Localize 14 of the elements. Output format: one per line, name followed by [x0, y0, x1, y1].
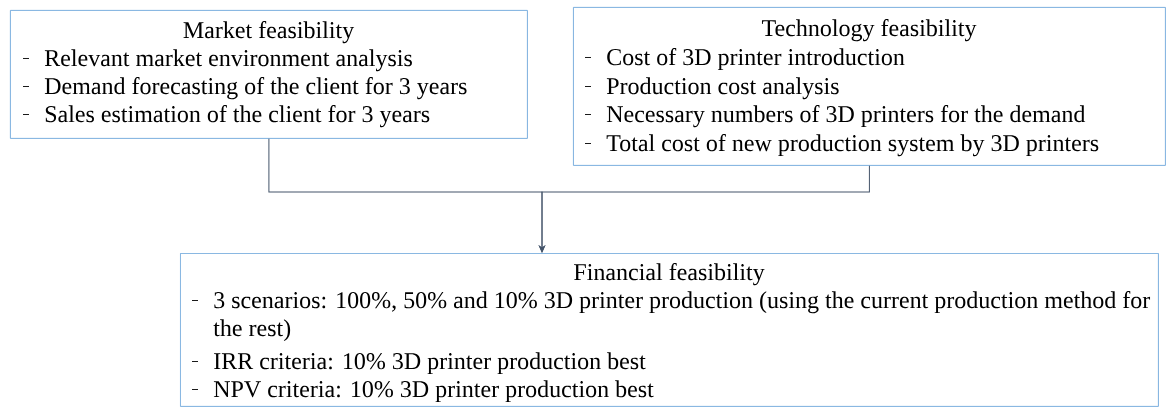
box-heading: Technology feasibility — [762, 19, 977, 42]
bullet-item: Cost of 3D printer introduction — [607, 48, 905, 71]
bullet-item: Demand forecasting of the client for 3 years — [44, 77, 467, 100]
bullet-item: NPV criteria: 10% 3D printer production best — [213, 380, 654, 403]
box-heading: Market feasibility — [183, 21, 355, 44]
bullet-item: 3 scenarios: 100%, 50% and 10% 3D printer production (using the current production method for the rest) — [213, 291, 1151, 342]
connector-arrow — [539, 165, 870, 253]
bullet-item: Sales estimation of the client for 3 years — [45, 105, 430, 128]
bullet-item: IRR criteria: 10% 3D printer production best — [214, 352, 646, 375]
bullet-item: Relevant market environment analysis — [44, 49, 412, 72]
bullet-item: Necessary numbers of 3D printers for the demand — [606, 105, 1086, 128]
bullet-item: Total cost of new production system by 3D printers — [606, 134, 1099, 157]
box-heading: Financial feasibility — [574, 263, 765, 286]
bullet-item: Production cost analysis — [606, 77, 839, 100]
